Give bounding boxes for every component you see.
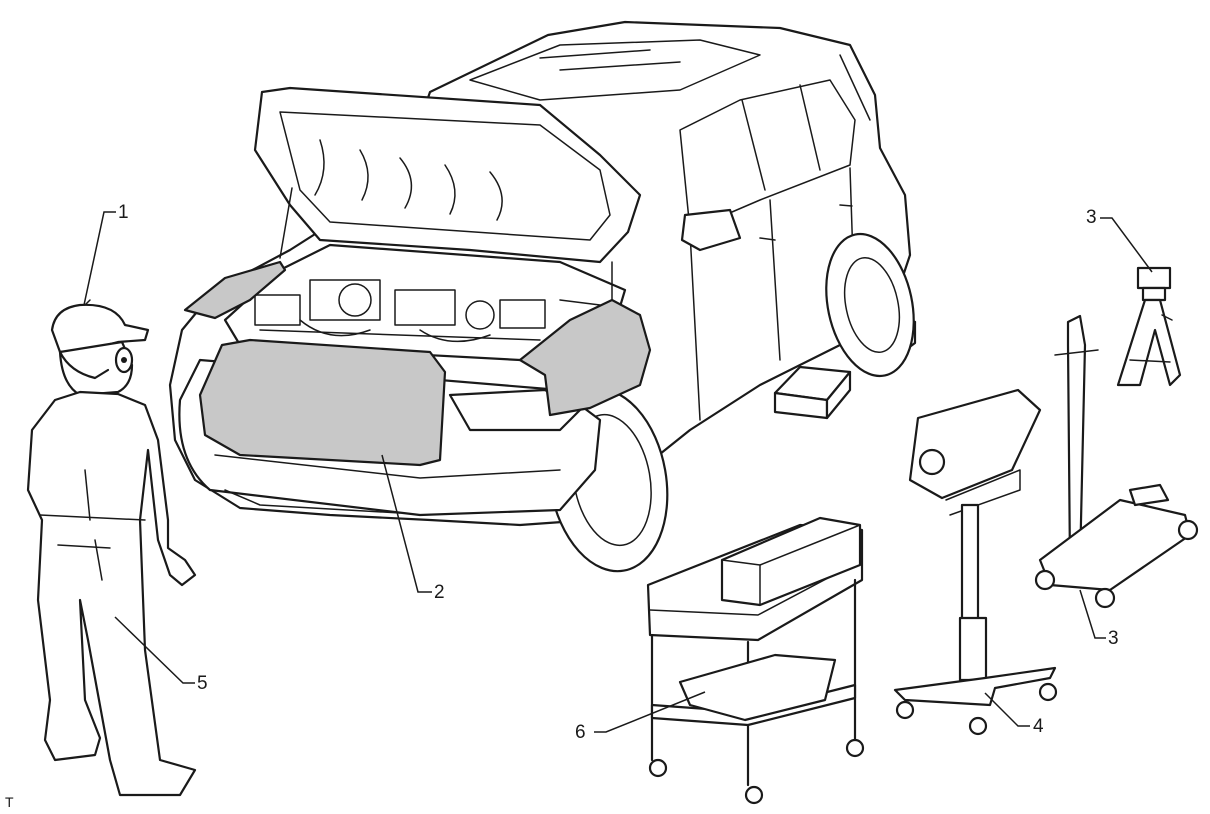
fender-cover-right <box>518 298 652 417</box>
callout-3-floor-jack: 3 <box>1108 628 1119 649</box>
fender-cover-left <box>183 260 287 320</box>
callout-5: 5 <box>197 673 208 694</box>
callout-4: 4 <box>1033 716 1044 737</box>
callout-2: 2 <box>434 582 445 603</box>
jack-stand <box>1116 266 1182 387</box>
callout-3-jack-stand: 3 <box>1086 207 1097 228</box>
technician <box>26 299 197 797</box>
callout-1: 1 <box>118 202 129 223</box>
front-grille-cover <box>198 338 447 467</box>
tool-cart <box>646 516 865 805</box>
vehicle <box>168 20 917 573</box>
callout-6: 6 <box>575 722 586 743</box>
floor-jack <box>1034 314 1199 609</box>
headlight-tester <box>893 388 1058 736</box>
leader-lines <box>83 211 1153 733</box>
corner-mark: T <box>5 794 14 810</box>
